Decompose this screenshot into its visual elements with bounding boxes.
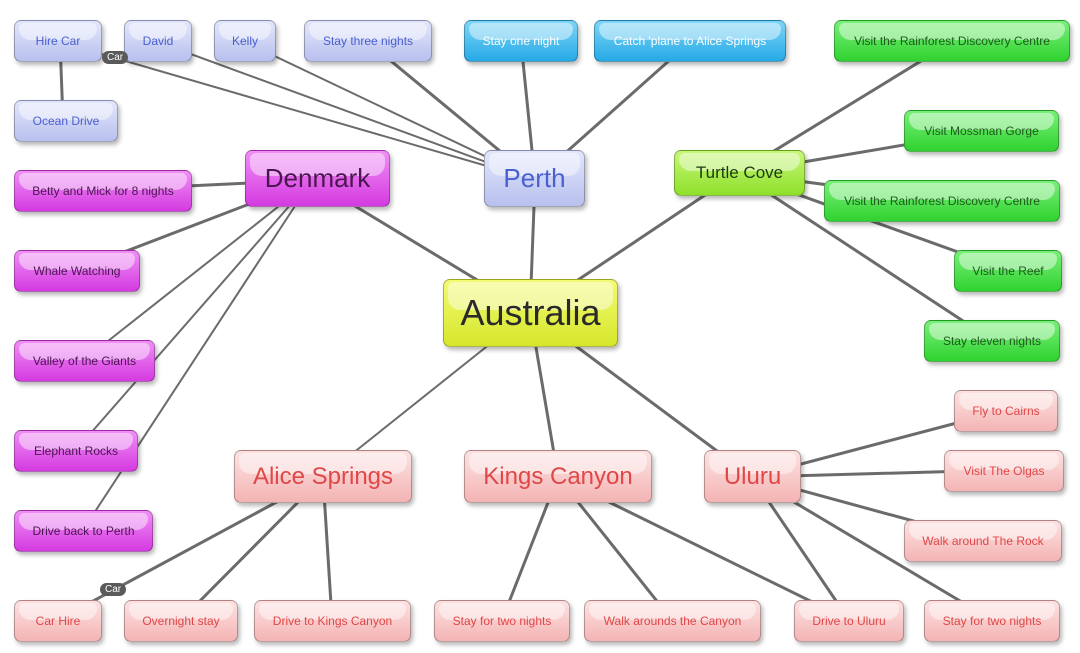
node-rainforest-1[interactable]: Visit the Rainforest Discovery Centre [834, 20, 1070, 62]
node-label: Visit the Rainforest Discovery Centre [854, 34, 1050, 48]
node-catch-plane[interactable]: Catch 'plane to Alice Springs [594, 20, 786, 62]
node-betty-mick[interactable]: Betty and Mick for 8 nights [14, 170, 192, 212]
relation-tag-car: Car [102, 51, 129, 64]
node-label: Visit The Olgas [963, 464, 1045, 478]
node-label: Visit the Rainforest Discovery Centre [844, 194, 1040, 208]
node-label: Ocean Drive [32, 114, 100, 128]
node-whale-watching[interactable]: Whale Watching [14, 250, 140, 292]
node-label: Catch 'plane to Alice Springs [613, 34, 767, 48]
node-label: David [142, 34, 174, 48]
node-label: Stay for two nights [942, 614, 1042, 628]
node-kings-canyon[interactable]: Kings Canyon [464, 450, 652, 503]
node-mossman-gorge[interactable]: Visit Mossman Gorge [904, 110, 1059, 152]
node-rainforest-2[interactable]: Visit the Rainforest Discovery Centre [824, 180, 1060, 222]
node-kelly[interactable]: Kelly [214, 20, 276, 62]
node-visit-olgas[interactable]: Visit The Olgas [944, 450, 1064, 492]
node-alice-springs[interactable]: Alice Springs [234, 450, 412, 503]
node-label: Overnight stay [142, 614, 220, 628]
node-label: Australia [460, 292, 601, 333]
node-drive-back-perth[interactable]: Drive back to Perth [14, 510, 153, 552]
node-label: Kelly [231, 34, 258, 48]
node-label: Drive to Uluru [812, 614, 886, 628]
node-stay-eleven-nights[interactable]: Stay eleven nights [924, 320, 1060, 362]
node-label: Drive back to Perth [32, 524, 135, 538]
node-label: Perth [503, 163, 566, 193]
node-label: Visit Mossman Gorge [924, 124, 1039, 138]
node-walk-rock[interactable]: Walk around The Rock [904, 520, 1062, 562]
relation-tag-car: Car [100, 583, 127, 596]
node-car-hire[interactable]: Car Hire [14, 600, 102, 642]
node-fly-cairns[interactable]: Fly to Cairns [954, 390, 1058, 432]
node-label: Visit the Reef [972, 264, 1044, 278]
connector-line [75, 179, 313, 451]
node-uluru[interactable]: Uluru [704, 450, 801, 503]
node-label: Turtle Cove [695, 163, 784, 182]
node-label: Kings Canyon [483, 462, 633, 490]
node-label: Denmark [264, 163, 371, 193]
node-hire-car[interactable]: Hire Car [14, 20, 102, 62]
node-drive-uluru[interactable]: Drive to Uluru [794, 600, 904, 642]
node-label: Car Hire [35, 614, 81, 628]
node-stay-one-night[interactable]: Stay one night [464, 20, 578, 62]
node-uluru-two-nights[interactable]: Stay for two nights [924, 600, 1060, 642]
node-label: Whale Watching [33, 264, 121, 278]
node-overnight-stay[interactable]: Overnight stay [124, 600, 238, 642]
node-elephant-rocks[interactable]: Elephant Rocks [14, 430, 138, 472]
connector-line [59, 41, 536, 181]
node-ocean-drive[interactable]: Ocean Drive [14, 100, 118, 142]
connector-line [736, 171, 994, 342]
node-kings-two-nights[interactable]: Stay for two nights [434, 600, 570, 642]
node-label: Uluru [723, 462, 782, 490]
node-perth[interactable]: Perth [484, 150, 585, 207]
node-valley-giants[interactable]: Valley of the Giants [14, 340, 155, 382]
node-label: Walk around The Rock [922, 534, 1044, 548]
node-label: Betty and Mick for 8 nights [32, 184, 174, 198]
node-drive-kings-canyon[interactable]: Drive to Kings Canyon [254, 600, 411, 642]
node-label: Fly to Cairns [972, 404, 1040, 418]
node-turtle-cove[interactable]: Turtle Cove [674, 150, 805, 196]
node-label: Stay one night [482, 34, 560, 48]
node-label: Stay eleven nights [942, 334, 1042, 348]
node-visit-reef[interactable]: Visit the Reef [954, 250, 1062, 292]
node-denmark[interactable]: Denmark [245, 150, 390, 207]
node-david[interactable]: David [124, 20, 192, 62]
node-label: Stay three nights [322, 34, 414, 48]
node-label: Valley of the Giants [32, 354, 137, 368]
node-walk-canyon[interactable]: Walk arounds the Canyon [584, 600, 761, 642]
node-label: Stay for two nights [452, 614, 552, 628]
node-stay-three-nights[interactable]: Stay three nights [304, 20, 432, 62]
node-label: Alice Springs [252, 462, 394, 490]
node-label: Walk arounds the Canyon [603, 614, 742, 628]
connector-line [157, 41, 536, 181]
node-label: Drive to Kings Canyon [272, 614, 393, 628]
node-label: Elephant Rocks [33, 444, 119, 458]
node-australia[interactable]: Australia [443, 279, 618, 347]
connector-line [83, 179, 313, 361]
node-label: Hire Car [35, 34, 81, 48]
